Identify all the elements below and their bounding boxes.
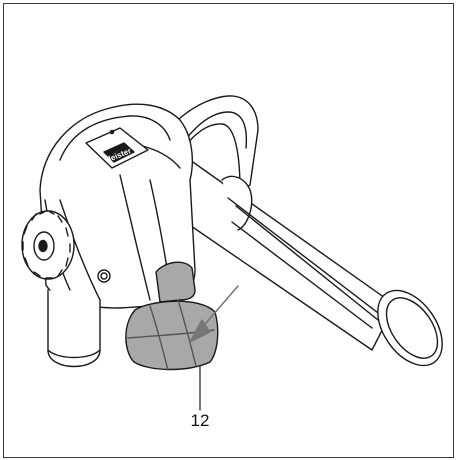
logo-plate: leister bbox=[85, 127, 149, 169]
side-screw bbox=[97, 269, 111, 283]
trigger-switch bbox=[125, 261, 219, 371]
main-housing bbox=[39, 103, 196, 309]
adjustment-knob bbox=[21, 210, 75, 280]
figure-frame bbox=[3, 3, 454, 458]
handle-end-cap bbox=[377, 289, 443, 367]
callout-number: 12 bbox=[190, 411, 210, 430]
nozzle-tube bbox=[47, 289, 101, 368]
direction-arrow bbox=[189, 285, 239, 343]
